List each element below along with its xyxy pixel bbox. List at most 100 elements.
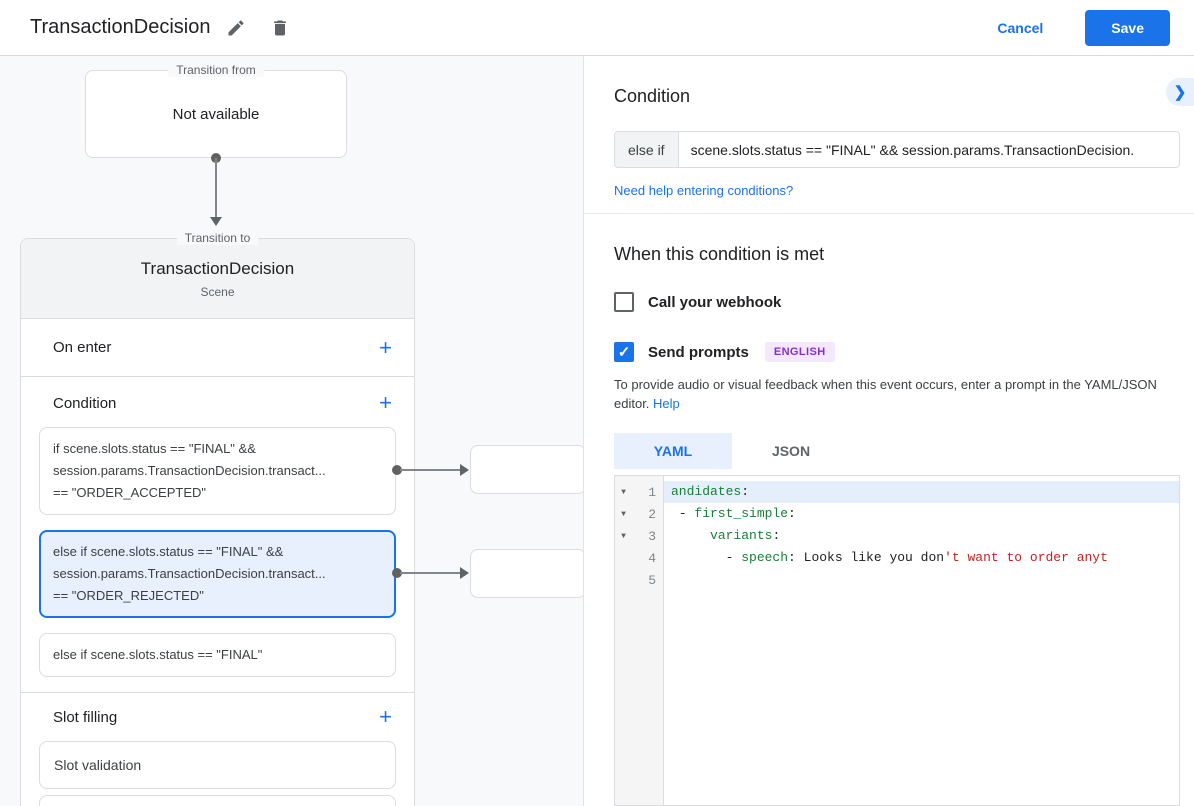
condition-card-line: session.params.TransactionDecision.trans… [53,463,326,478]
code-token: Looks like you don [803,550,945,565]
delete-scene-button[interactable] [262,10,298,46]
send-prompts-label: Send prompts [648,343,749,361]
arrow-down-icon [210,217,222,226]
condition-expression-input[interactable]: scene.slots.status == "FINAL" && session… [678,131,1180,168]
transition-target-box[interactable] [470,445,583,494]
code-token: variants [710,528,773,543]
on-enter-label: On enter [53,339,112,356]
conditions-help-link[interactable]: Need help entering conditions? [614,183,794,198]
condition-card-selected[interactable]: else if scene.slots.status == "FINAL" &&… [39,530,396,618]
code-token: : [788,506,796,521]
code-token: first_simple [694,506,789,521]
code-token: - [671,506,695,521]
scene-card: Transition to TransactionDecision Scene … [20,231,415,806]
send-prompts-row: ✓ Send prompts ENGLISH [614,342,1180,362]
fold-arrow-icon[interactable]: ▼ [621,487,626,497]
app-bar: TransactionDecision Cancel Save [0,0,1194,56]
condition-card-line: if scene.slots.status == "FINAL" && [53,441,256,456]
editor-code-area[interactable]: andidates: - first_simple: variants: - s… [664,476,1179,805]
save-button[interactable]: Save [1085,9,1170,46]
line-number: 1 [648,484,656,500]
condition-card-line: else if scene.slots.status == "FINAL" [53,647,263,662]
gutter-row: 4 [615,547,663,569]
code-line: - speech: Looks like you don't want to o… [664,547,1179,569]
scene-diagram-canvas: Transition from Not available Transition… [0,56,583,806]
prompt-description-text: To provide audio or visual feedback when… [614,377,1157,411]
condition-card-line: else if scene.slots.status == "FINAL" && [53,544,284,559]
tab-json[interactable]: JSON [732,433,850,469]
transition-from-legend: Transition from [168,63,264,77]
condition-card-list: if scene.slots.status == "FINAL" && sessi… [21,427,414,677]
prompt-description: To provide audio or visual feedback when… [614,375,1174,413]
code-line: - first_simple: [664,503,1179,525]
add-slot-button[interactable]: + [379,704,392,729]
arrow-right-icon [460,464,469,476]
condition-section-header: Condition + [21,379,414,427]
fold-arrow-icon[interactable]: ▼ [621,509,626,519]
code-token: andidates [671,484,742,499]
connector-line [215,158,217,218]
language-badge: ENGLISH [764,342,835,362]
line-number: 4 [648,550,656,566]
when-met-heading: When this condition is met [614,244,825,264]
fold-arrow-icon[interactable]: ▼ [621,531,626,541]
transition-from-value: Not available [172,105,260,123]
webhook-label: Call your webhook [648,293,782,311]
line-number: 5 [648,572,656,588]
panel-divider [584,213,1194,214]
connector-dot [392,465,402,475]
condition-input-row: else if scene.slots.status == "FINAL" &&… [614,131,1180,168]
transition-to-legend: Transition to [176,231,259,245]
condition-card[interactable]: else if scene.slots.status == "FINAL" [39,633,396,677]
webhook-checkbox[interactable] [614,292,634,312]
code-line [664,569,1179,591]
slot-filling-section-header: Slot filling + [21,693,414,741]
tab-yaml[interactable]: YAML [614,433,732,469]
slot-card-list: Slot validation [21,741,414,789]
transition-from-box: Transition from Not available [85,63,347,158]
add-condition-button[interactable]: + [379,390,392,415]
condition-card-line: == "ORDER_REJECTED" [53,588,204,603]
condition-detail-panel: ❯ Condition else if scene.slots.status =… [583,56,1194,806]
scene-name: TransactionDecision [140,258,295,278]
gutter-row: ▼1 [615,481,663,503]
condition-card[interactable]: if scene.slots.status == "FINAL" && sessi… [39,427,396,515]
line-number: 3 [648,528,656,544]
collapse-panel-button[interactable]: ❯ [1166,78,1194,106]
transition-target-box[interactable] [470,549,583,598]
edit-scene-button[interactable] [218,10,254,46]
line-number: 2 [648,506,656,522]
code-line-highlighted: andidates: [664,481,1179,503]
code-line: variants: [664,525,1179,547]
pencil-icon [226,18,246,38]
code-token [671,528,710,543]
code-token: - [671,550,742,565]
code-token: speech [741,550,789,565]
send-prompts-checkbox[interactable]: ✓ [614,342,634,362]
connector-line [400,572,461,574]
prompt-help-link[interactable]: Help [653,396,680,411]
arrow-right-icon [460,567,469,579]
slot-filling-label: Slot filling [53,708,118,726]
condition-card-line: session.params.TransactionDecision.trans… [53,566,326,581]
trash-icon [270,18,290,38]
gutter-row: ▼3 [615,525,663,547]
connector-dot [392,568,402,578]
scene-type-label: Scene [200,284,235,299]
page-title: TransactionDecision [30,16,211,38]
gutter-row: 5 [615,569,663,591]
condition-prefix: else if [614,131,679,168]
section-divider [21,692,414,693]
cancel-button[interactable]: Cancel [981,12,1059,44]
code-token: : [772,528,781,543]
code-token: : [741,484,750,499]
webhook-row: Call your webhook [614,292,1180,312]
code-token: 't want to order anyt [944,550,1108,565]
slot-validation-card[interactable]: Slot validation [39,741,396,789]
scene-card-header: TransactionDecision Scene [21,239,414,319]
slot-card-partial[interactable] [39,795,396,806]
add-on-enter-button[interactable]: + [379,334,392,360]
